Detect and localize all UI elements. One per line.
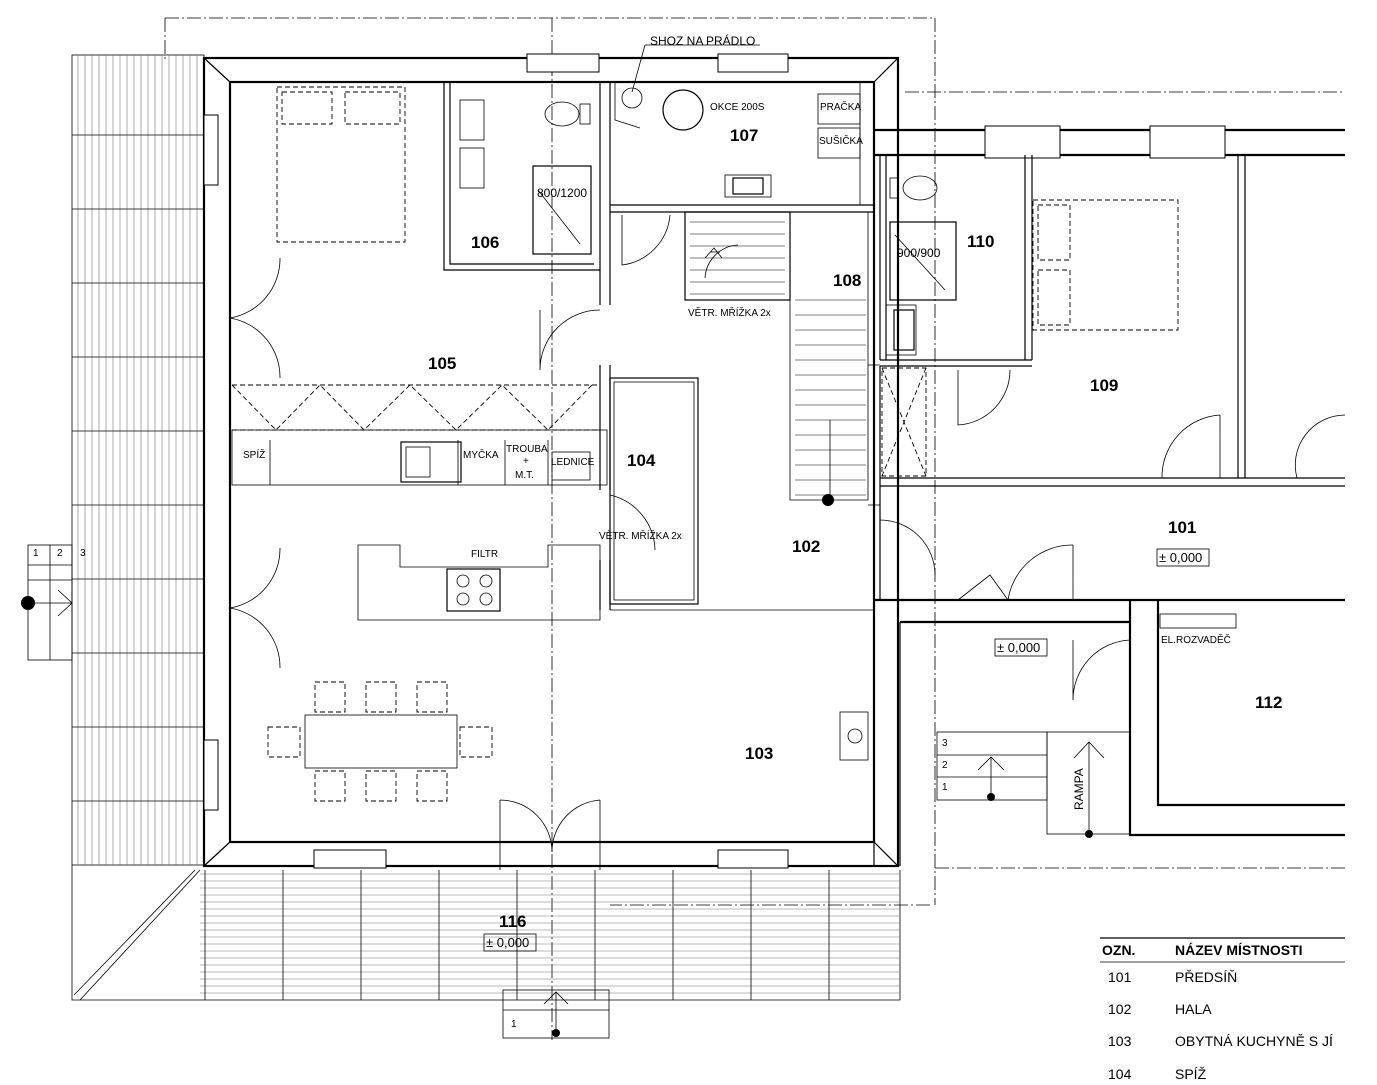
room-112: 112 <box>1255 693 1282 712</box>
room-107: 107 <box>730 126 758 145</box>
entry-step-2: 2 <box>942 760 948 771</box>
room-105: 105 <box>428 354 456 373</box>
stairs <box>690 221 866 506</box>
legend-name: SPÍŽ <box>1175 1066 1207 1082</box>
dining-chair <box>416 681 448 713</box>
dishwasher-label: MYČKA <box>463 448 499 461</box>
pantry-label: SPÍŽ <box>243 448 265 461</box>
legend-code: 101 <box>1108 969 1132 985</box>
dryer-label: SUŠIČKA <box>819 134 863 147</box>
oven-mt-label: M.T. <box>515 470 534 481</box>
dining-chair <box>267 726 301 758</box>
entry-step-3: 3 <box>942 738 948 749</box>
partitions <box>443 82 880 611</box>
oven-label: TROUBA <box>506 444 548 455</box>
washer-label: PRAČKA <box>820 100 861 113</box>
room-numbers: 101 102 103 104 105 106 107 108 109 110 … <box>428 126 1282 931</box>
level-labels: ± 0,000 ± 0,000 ± 0,000 <box>486 550 1202 950</box>
west-step-2: 2 <box>57 548 63 559</box>
ramp-label: RAMPA <box>1072 768 1086 810</box>
entry-arrow <box>977 741 1105 838</box>
west-steps <box>21 544 73 661</box>
oven-plus-label: + <box>523 456 529 467</box>
laundry-chute-label: SHOZ NA PRÁDLO <box>650 33 755 48</box>
roof-outline <box>164 17 1345 1040</box>
south-terrace <box>71 865 901 1001</box>
main-walls <box>202 53 900 869</box>
entry-step-1: 1 <box>942 782 948 793</box>
room-108: 108 <box>833 271 861 290</box>
level-entry: ± 0,000 <box>997 640 1040 655</box>
level-boxes <box>483 548 1210 952</box>
dining-chair <box>365 681 397 713</box>
dining-chair <box>459 726 493 758</box>
legend-code: 102 <box>1108 1001 1132 1017</box>
dining-chair <box>314 681 346 713</box>
bedroom-105-furniture <box>231 86 608 802</box>
shower-106-size: 800/1200 <box>537 186 587 200</box>
room-102: 102 <box>792 537 820 556</box>
room-101: 101 <box>1168 518 1196 537</box>
legend-header-name: NÁZEV MÍSTNOSTI <box>1175 942 1303 958</box>
room-106: 106 <box>471 233 499 252</box>
doors <box>229 214 1346 870</box>
west-step-3: 3 <box>80 548 86 559</box>
room-110: 110 <box>967 232 994 251</box>
dining-chair <box>314 770 346 802</box>
room-103: 103 <box>745 744 773 763</box>
west-step-1: 1 <box>33 548 39 559</box>
legend-frame <box>1100 937 1345 963</box>
terrace-step-1: 1 <box>511 1019 517 1030</box>
chute-leader <box>631 44 760 93</box>
dining-chair <box>416 770 448 802</box>
room-104: 104 <box>627 451 656 470</box>
switchboard-label: EL.ROZVADĚČ <box>1161 633 1231 646</box>
shower-110-size: 900/900 <box>897 246 941 260</box>
legend-name: HALA <box>1175 1001 1212 1017</box>
step-numbers: 1 2 3 3 2 1 1 <box>33 548 948 1030</box>
room-legend: OZN. NÁZEV MÍSTNOSTI 101 PŘEDSÍŇ 102 HAL… <box>1102 942 1333 1082</box>
south-steps <box>502 989 610 1039</box>
fixture-labels: SHOZ NA PRÁDLO OKCE 200S PRAČKA SUŠIČKA … <box>243 33 1231 810</box>
fridge-label: LEDNICE <box>551 457 595 468</box>
room-116: 116 <box>499 912 526 931</box>
boiler-label: OKCE 200S <box>710 102 765 113</box>
legend-code: 103 <box>1108 1033 1132 1049</box>
legend-code: 104 <box>1108 1066 1132 1082</box>
east-wing <box>873 125 1345 866</box>
legend-name: OBYTNÁ KUCHYNĚ S JÍ <box>1175 1033 1333 1049</box>
legend-name: PŘEDSÍŇ <box>1175 969 1237 985</box>
bathroom-fixtures <box>459 82 1179 761</box>
filter-label: FILTR <box>471 549 498 560</box>
legend-header-code: OZN. <box>1102 942 1135 958</box>
room-109: 109 <box>1090 376 1118 395</box>
vent-108-label: VĚTR. MŘÍŽKA 2x <box>688 306 771 319</box>
dining-chair <box>365 770 397 802</box>
level-116: ± 0,000 <box>486 935 529 950</box>
west-terrace <box>71 54 205 866</box>
vent-104-label: VĚTR. MŘÍŽKA 2x <box>599 529 682 542</box>
level-101: ± 0,000 <box>1159 550 1202 565</box>
